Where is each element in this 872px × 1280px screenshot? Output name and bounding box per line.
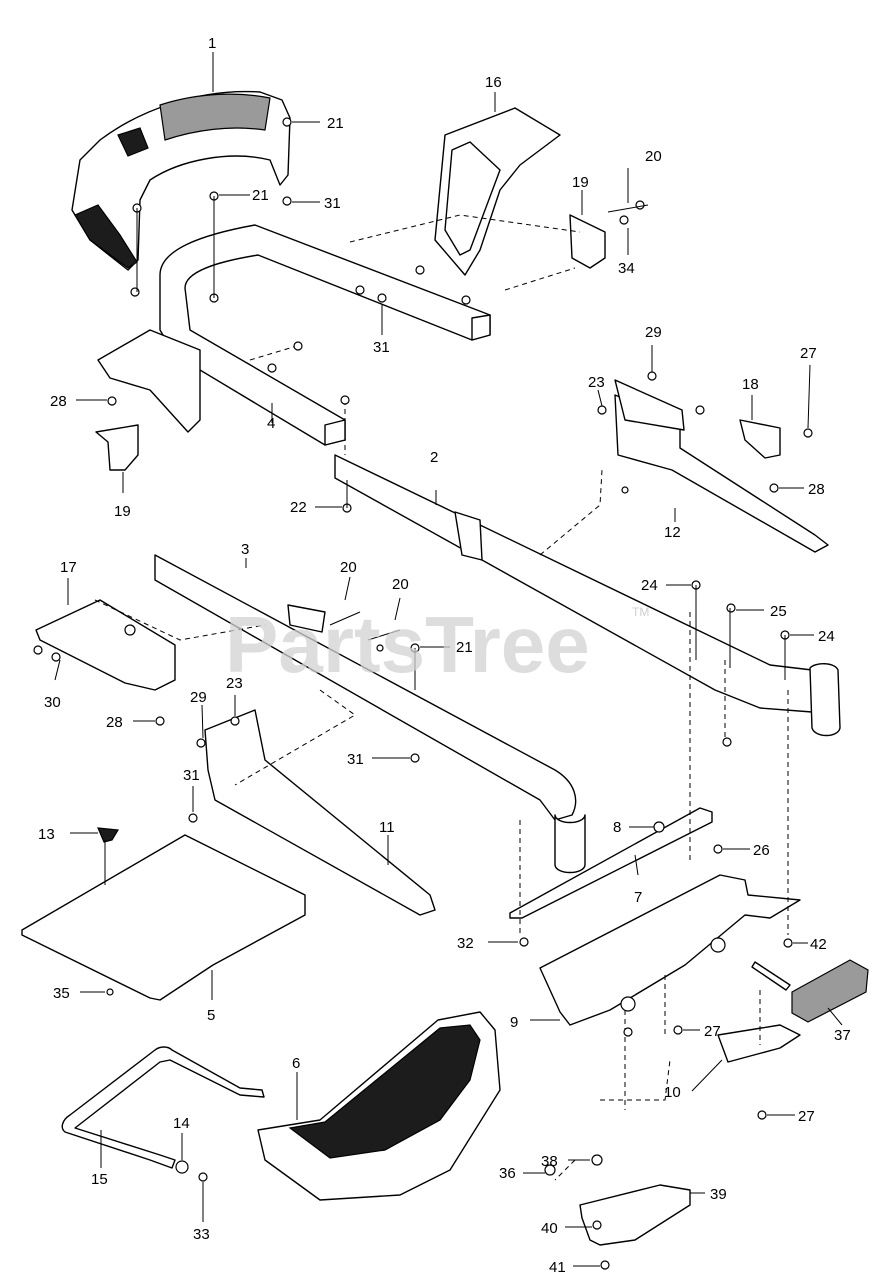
callout-21b[interactable]: 21 — [252, 187, 269, 204]
part-10-plate[interactable] — [691, 1024, 801, 1092]
callout-27c[interactable]: 27 — [798, 1108, 815, 1125]
callout-40[interactable]: 40 — [541, 1220, 558, 1237]
callout-24b[interactable]: 24 — [818, 628, 835, 645]
callout-4[interactable]: 4 — [267, 415, 275, 432]
callout-39[interactable]: 39 — [710, 1186, 727, 1203]
callout-2[interactable]: 2 — [430, 449, 438, 466]
callout-20b[interactable]: 20 — [340, 559, 357, 576]
callout-27a[interactable]: 27 — [800, 345, 817, 362]
part-18-small-bracket[interactable] — [739, 395, 781, 459]
callout-33[interactable]: 33 — [193, 1226, 210, 1243]
watermark-tm: TM — [632, 605, 649, 619]
part-1-rear-fender[interactable] — [71, 52, 291, 271]
callout-31a[interactable]: 31 — [324, 195, 341, 212]
callout-24a[interactable]: 24 — [641, 577, 658, 594]
callout-25[interactable]: 25 — [770, 603, 787, 620]
part-9-front-bracket[interactable] — [530, 874, 801, 1026]
hardware — [33, 117, 813, 1270]
part-17-plate[interactable] — [35, 578, 176, 691]
callout-27b[interactable]: 27 — [704, 1023, 721, 1040]
part-11-side-rail[interactable] — [204, 709, 436, 916]
callout-23a[interactable]: 23 — [588, 374, 605, 391]
callout-29b[interactable]: 29 — [190, 689, 207, 706]
callout-36[interactable]: 36 — [499, 1165, 516, 1182]
callout-8[interactable]: 8 — [613, 819, 621, 836]
part-37-plug[interactable] — [751, 959, 869, 1026]
part-4-tube-frame[interactable] — [159, 224, 491, 446]
callout-3[interactable]: 3 — [241, 541, 249, 558]
callout-13[interactable]: 13 — [38, 826, 55, 843]
callout-5[interactable]: 5 — [207, 1007, 215, 1024]
callout-16[interactable]: 16 — [485, 74, 502, 91]
callout-31d[interactable]: 31 — [183, 767, 200, 784]
callout-7[interactable]: 7 — [634, 889, 642, 906]
part-2-main-frame[interactable] — [334, 454, 841, 737]
callout-14[interactable]: 14 — [173, 1115, 190, 1132]
callout-18[interactable]: 18 — [742, 376, 759, 393]
callout-20a[interactable]: 20 — [645, 148, 662, 165]
callout-10[interactable]: 10 — [664, 1084, 681, 1101]
callout-21a[interactable]: 21 — [327, 115, 344, 132]
callout-31b[interactable]: 31 — [373, 339, 390, 356]
callout-28b[interactable]: 28 — [808, 481, 825, 498]
callout-28a[interactable]: 28 — [50, 393, 67, 410]
callout-21c[interactable]: 21 — [456, 639, 473, 656]
callout-labels: 1 2 3 4 5 6 7 8 9 10 11 12 13 14 15 16 1… — [38, 35, 851, 1276]
callout-19-right[interactable]: 19 — [572, 174, 589, 191]
callout-28c[interactable]: 28 — [106, 714, 123, 731]
callout-15[interactable]: 15 — [91, 1171, 108, 1188]
part-15-rod[interactable] — [61, 1046, 265, 1169]
callout-42[interactable]: 42 — [810, 936, 827, 953]
callout-leaders — [54, 121, 814, 1267]
part-7-long-bar[interactable] — [509, 807, 713, 919]
watermark: PartsTree — [225, 600, 590, 689]
callout-22[interactable]: 22 — [290, 499, 307, 516]
callout-37[interactable]: 37 — [834, 1027, 851, 1044]
part-13-knob[interactable] — [70, 827, 120, 885]
part-6-front-cover[interactable] — [257, 1011, 501, 1201]
part-39-lower-bracket[interactable] — [579, 1184, 705, 1246]
part-19-right-bracket[interactable] — [569, 190, 606, 269]
callout-20c[interactable]: 20 — [392, 576, 409, 593]
callout-26[interactable]: 26 — [753, 842, 770, 859]
callout-17[interactable]: 17 — [60, 559, 77, 576]
callout-32[interactable]: 32 — [457, 935, 474, 952]
callout-31c[interactable]: 31 — [347, 751, 364, 768]
part-12-side-rail[interactable] — [614, 379, 829, 553]
callout-29a[interactable]: 29 — [645, 324, 662, 341]
callout-11[interactable]: 11 — [379, 819, 395, 836]
callout-38[interactable]: 38 — [541, 1153, 558, 1170]
callout-30[interactable]: 30 — [44, 694, 61, 711]
part-3-left-frame[interactable] — [154, 554, 586, 874]
callout-1[interactable]: 1 — [208, 35, 216, 52]
callout-19-left[interactable]: 19 — [114, 503, 131, 520]
callout-6[interactable]: 6 — [292, 1055, 300, 1072]
callout-23b[interactable]: 23 — [226, 675, 243, 692]
callout-34[interactable]: 34 — [618, 260, 635, 277]
part-16-bracket[interactable] — [434, 92, 561, 276]
callout-9[interactable]: 9 — [510, 1014, 518, 1031]
callout-35[interactable]: 35 — [53, 985, 70, 1002]
callout-41[interactable]: 41 — [549, 1259, 566, 1276]
assembly-lines — [94, 214, 789, 1181]
part-5-floor-mat[interactable] — [21, 834, 306, 1001]
part-19-left-bracket[interactable] — [95, 329, 201, 493]
callout-12[interactable]: 12 — [664, 524, 681, 541]
